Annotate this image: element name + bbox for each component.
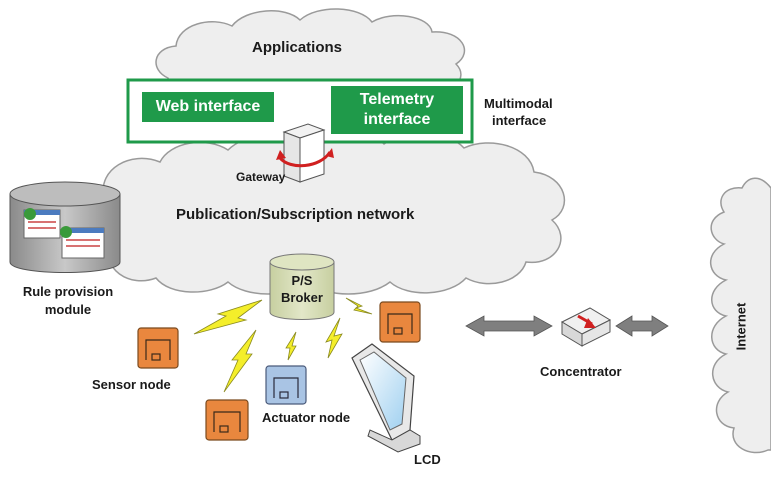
multimodal-interface-label: Multimodal interface <box>484 95 553 129</box>
broker-label-line2: Broker <box>281 290 323 305</box>
lcd-label: LCD <box>414 452 441 467</box>
lightning-icon <box>325 317 343 359</box>
actuator-node-label: Actuator node <box>262 410 351 425</box>
broker-label: P/S Broker <box>270 272 334 306</box>
internet-label: Internet <box>733 302 749 351</box>
telemetry-interface-label-line1: Telemetry <box>359 91 435 108</box>
concentrator-switch-icon <box>560 307 612 347</box>
sensor-node-icon <box>379 301 421 343</box>
multimodal-interface-label-line1: Multimodal <box>484 96 553 111</box>
lightning-icon <box>345 297 373 315</box>
rule-provision-label-line1: Rule provision <box>22 284 114 299</box>
pubsub-network-cloud-icon <box>84 131 566 295</box>
applications-label: Applications <box>252 39 343 56</box>
lcd-monitor-icon <box>351 343 421 453</box>
broker-label-line1: P/S <box>291 273 313 288</box>
sensor-node-icon <box>137 327 179 369</box>
sensor-node-label: Sensor node <box>92 377 171 392</box>
telemetry-interface-box[interactable]: Telemetry interface <box>331 86 463 134</box>
web-interface-label: Web interface <box>155 98 261 115</box>
double-arrow-icon <box>615 315 669 337</box>
broker-cylinder-icon <box>269 253 335 320</box>
telemetry-interface-label-line2: interface <box>363 111 431 128</box>
web-interface-box[interactable]: Web interface <box>142 92 274 122</box>
rule-provision-database-icon <box>9 181 121 273</box>
gateway-label: Gateway <box>236 170 286 184</box>
internet-cloud-icon <box>710 177 771 454</box>
lightning-icon <box>285 331 297 361</box>
actuator-node-icon <box>265 365 307 405</box>
rule-provision-label-line2: module <box>44 302 92 317</box>
double-arrow-icon <box>465 315 553 337</box>
gateway-server-icon <box>276 123 334 183</box>
lightning-icon <box>193 299 263 335</box>
pubsub-network-label: Publication/Subscription network <box>176 206 415 223</box>
lightning-icon <box>223 329 257 393</box>
concentrator-label: Concentrator <box>540 364 622 379</box>
sensor-node-icon <box>205 399 249 441</box>
multimodal-interface-label-line2: interface <box>492 113 547 128</box>
rule-provision-label: Rule provision module <box>20 283 116 319</box>
